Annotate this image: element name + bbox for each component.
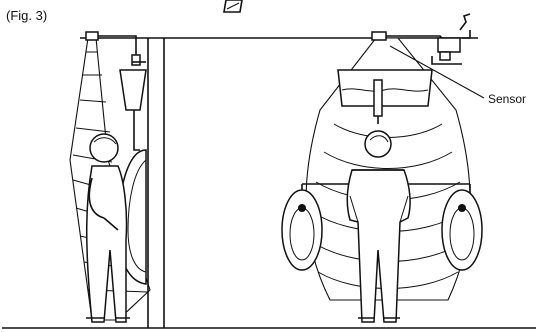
left-sensor-cable xyxy=(98,36,136,55)
valve-assembly-icon xyxy=(432,14,470,64)
right-urinal-left xyxy=(282,190,322,270)
right-sensor-icon xyxy=(372,32,386,40)
right-urinal-right xyxy=(442,190,482,270)
left-sensor-icon xyxy=(86,32,98,40)
left-flush-valve xyxy=(120,55,146,150)
top-marker-icon xyxy=(224,0,242,12)
